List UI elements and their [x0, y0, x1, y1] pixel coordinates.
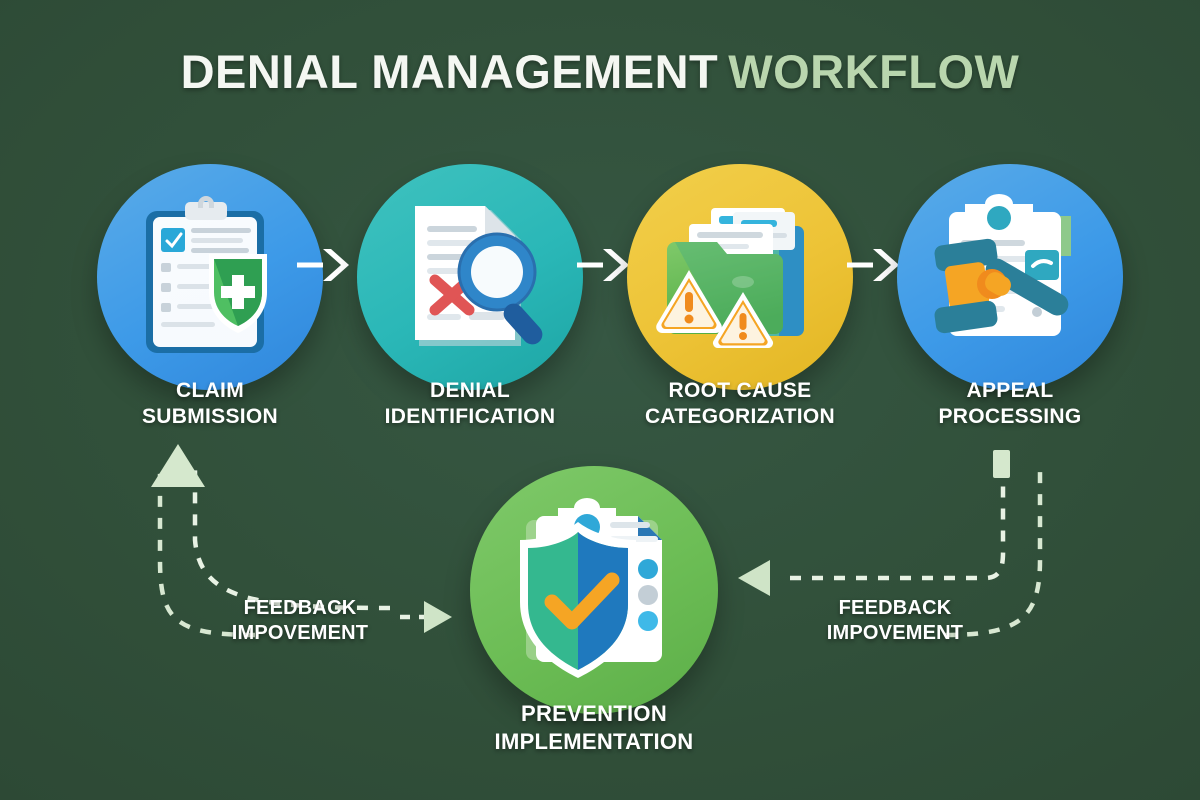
chevron-right-arrow-icon	[577, 249, 629, 281]
step-label-claim-submission: CLAIM SUBMISSION	[141, 379, 278, 428]
clipboard-shield-icon	[146, 196, 267, 353]
step-label-appeal-processing: APPEAL PROCESSING	[938, 379, 1082, 428]
step-circle-claim-submission[interactable]	[97, 164, 323, 390]
document-magnifier-icon	[415, 206, 543, 346]
chevron-right-arrow-icon	[297, 249, 349, 281]
chevron-right-arrow-icon	[847, 249, 899, 281]
step-circle-prevention-implementation[interactable]	[470, 466, 718, 714]
step-label-denial-identification: DENIAL IDENTIFICATION	[384, 379, 556, 428]
title-main-text: DENIAL MANAGEMENT	[180, 45, 719, 98]
feedback-label-right: FEEDBACK IMPOVEMENT	[826, 597, 964, 644]
step-circle-denial-identification[interactable]	[357, 164, 583, 390]
folders-warning-icon	[656, 208, 804, 349]
gavel-document-icon	[934, 194, 1071, 336]
feedback-label-left: FEEDBACK IMPOVEMENT	[231, 597, 369, 644]
shield-check-checklist-icon	[520, 498, 662, 678]
step-circle-root-cause-categorization[interactable]	[627, 164, 853, 390]
title-accent-text: WORKFLOW	[728, 45, 1020, 98]
step-label-prevention-implementation: PREVENTION IMPLEMENTATION	[494, 701, 694, 754]
step-circle-appeal-processing[interactable]	[897, 164, 1123, 390]
triangle-right-arrow-icon	[424, 601, 452, 633]
triangle-up-arrow-icon	[151, 444, 205, 487]
line-cap-rect-icon	[993, 450, 1010, 478]
triangle-left-arrow-icon	[738, 560, 770, 596]
step-label-root-cause-categorization: ROOT CAUSE CATEGORIZATION	[644, 379, 836, 428]
